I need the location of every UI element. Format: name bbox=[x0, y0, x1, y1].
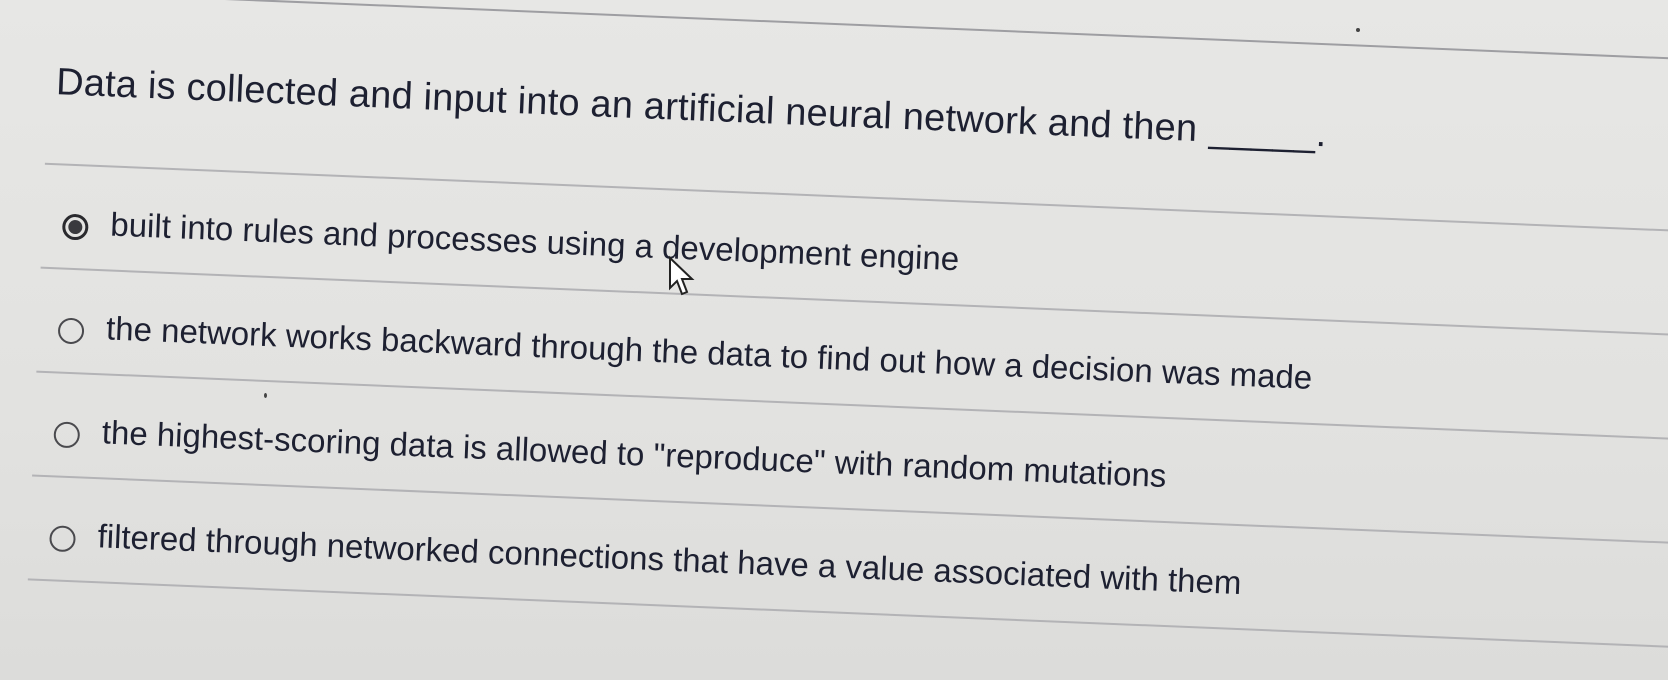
option-label[interactable]: built into rules and processes using a d… bbox=[109, 205, 960, 278]
radio-unselected-icon[interactable] bbox=[49, 525, 77, 553]
answer-options: built into rules and processes using a d… bbox=[24, 162, 1668, 680]
screen-speck bbox=[1356, 28, 1360, 32]
quiz-question-panel: Data is collected and input into an arti… bbox=[27, 0, 1668, 658]
option-label[interactable]: the highest-scoring data is allowed to "… bbox=[101, 413, 1168, 494]
radio-unselected-icon[interactable] bbox=[53, 421, 81, 449]
question-text: Data is collected and input into an arti… bbox=[55, 61, 1327, 156]
mouse-pointer-icon bbox=[669, 255, 695, 296]
top-divider bbox=[29, 0, 1668, 70]
question-prompt: Data is collected and input into an arti… bbox=[55, 61, 1199, 150]
radio-selected-icon[interactable] bbox=[61, 213, 89, 241]
screen-speck bbox=[264, 393, 267, 398]
question-blank: _____. bbox=[1208, 108, 1328, 156]
radio-unselected-icon[interactable] bbox=[57, 317, 85, 345]
